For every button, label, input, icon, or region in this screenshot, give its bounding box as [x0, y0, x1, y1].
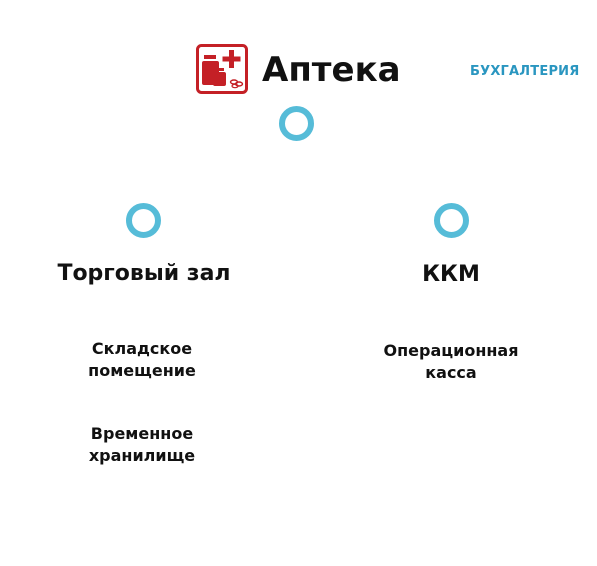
sales-floor-heading: Торговый зал: [57, 261, 231, 286]
cash-register-node: [434, 203, 469, 238]
root-node: [279, 106, 314, 141]
page-title: Аптека: [262, 50, 401, 90]
operating-desk-item: Операционная касса: [383, 341, 519, 382]
accounting-link[interactable]: БУХГАЛТЕРИЯ: [470, 64, 580, 79]
cash-register-heading: ККМ: [422, 262, 480, 287]
pharmacy-logo-icon: [196, 44, 248, 94]
sales-floor-node: [126, 203, 161, 238]
temporary-storage-item: Временное хранилище: [88, 424, 196, 465]
storage-room-item: Складское помещение: [88, 339, 196, 380]
